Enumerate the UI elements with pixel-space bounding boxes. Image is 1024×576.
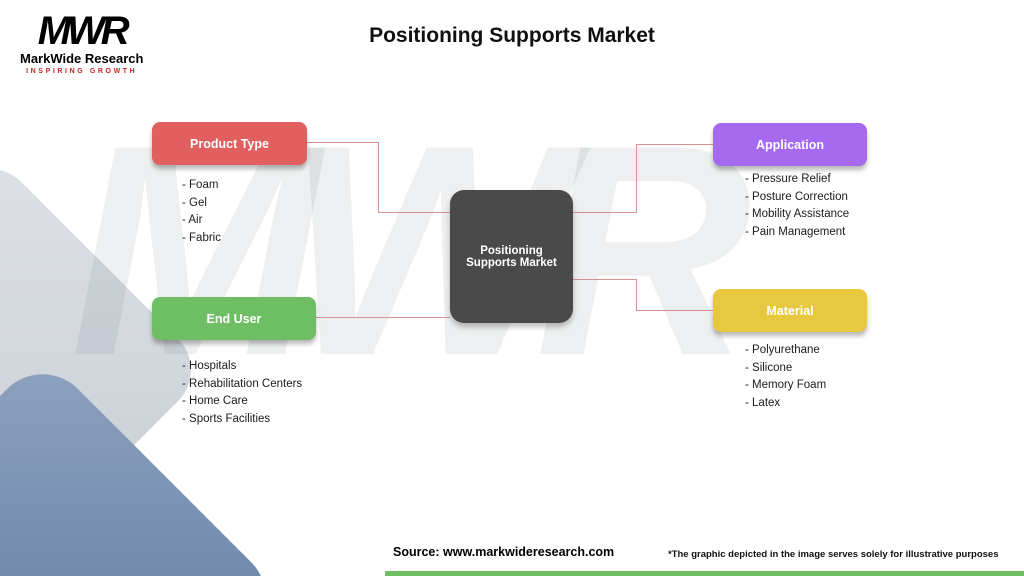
list-item: - Fabric xyxy=(182,231,221,244)
list-item: - Gel xyxy=(182,196,207,209)
source-label: Source: xyxy=(393,545,440,559)
list-item: - Pressure Relief xyxy=(745,173,831,185)
connector-product-type xyxy=(378,142,379,213)
node-material: Material xyxy=(713,289,867,332)
node-end-user: End User xyxy=(152,297,316,340)
center-node-label: Positioning Supports Market xyxy=(466,244,557,269)
connector-application xyxy=(636,144,637,213)
node-application: Application xyxy=(713,123,867,166)
disclaimer-text: *The graphic depicted in the image serve… xyxy=(668,549,999,560)
page-title: Positioning Supports Market xyxy=(369,24,655,47)
connector-material xyxy=(573,279,636,280)
connector-product-type xyxy=(307,142,378,143)
product-type-list: - Foam - Gel - Air - Fabric xyxy=(182,177,221,247)
list-item: - Memory Foam xyxy=(745,379,827,391)
node-label: End User xyxy=(206,311,262,326)
node-label: Material xyxy=(766,303,814,318)
application-list: - Pressure Relief - Posture Correction -… xyxy=(745,171,849,241)
connector-material xyxy=(636,310,713,311)
node-product-type: Product Type xyxy=(152,122,307,165)
list-item: - Pain Management xyxy=(745,225,846,238)
bottom-accent-bar xyxy=(385,571,1024,576)
list-item: - Sports Facilities xyxy=(182,412,271,425)
source-url[interactable]: www.markwideresearch.com xyxy=(443,545,615,559)
list-item: - Latex xyxy=(745,396,781,409)
connector-end-user xyxy=(316,317,450,318)
connector-application xyxy=(573,212,636,213)
list-item: - Rehabilitation Centers xyxy=(182,377,303,390)
source-line: Source: www.markwideresearch.com xyxy=(393,545,614,559)
logo-tagline: INSPIRING GROWTH xyxy=(26,68,138,75)
connector-product-type xyxy=(378,212,451,213)
node-label: Application xyxy=(755,137,825,152)
list-item: - Silicone xyxy=(745,361,793,374)
end-user-list: - Hospitals - Rehabilitation Centers - H… xyxy=(182,358,302,428)
list-item: - Home Care xyxy=(182,395,248,407)
list-item: - Foam xyxy=(182,179,219,191)
list-item: - Mobility Assistance xyxy=(745,208,850,220)
center-node: Positioning Supports Market xyxy=(450,190,573,323)
list-item: - Posture Correction xyxy=(745,190,848,203)
material-list: - Polyurethane - Silicone - Memory Foam … xyxy=(745,342,826,412)
connector-material xyxy=(636,279,637,311)
list-item: - Polyurethane xyxy=(745,344,820,356)
markwide-logo: MWR MarkWide Research INSPIRING GROWTH xyxy=(20,9,144,75)
logo-mwr-mark: MWR xyxy=(37,9,130,53)
list-item: - Hospitals xyxy=(182,360,237,372)
list-item: - Air xyxy=(182,214,203,226)
connector-application xyxy=(636,144,713,145)
node-label: Product Type xyxy=(190,136,269,151)
logo-company-name: MarkWide Research xyxy=(20,51,144,66)
